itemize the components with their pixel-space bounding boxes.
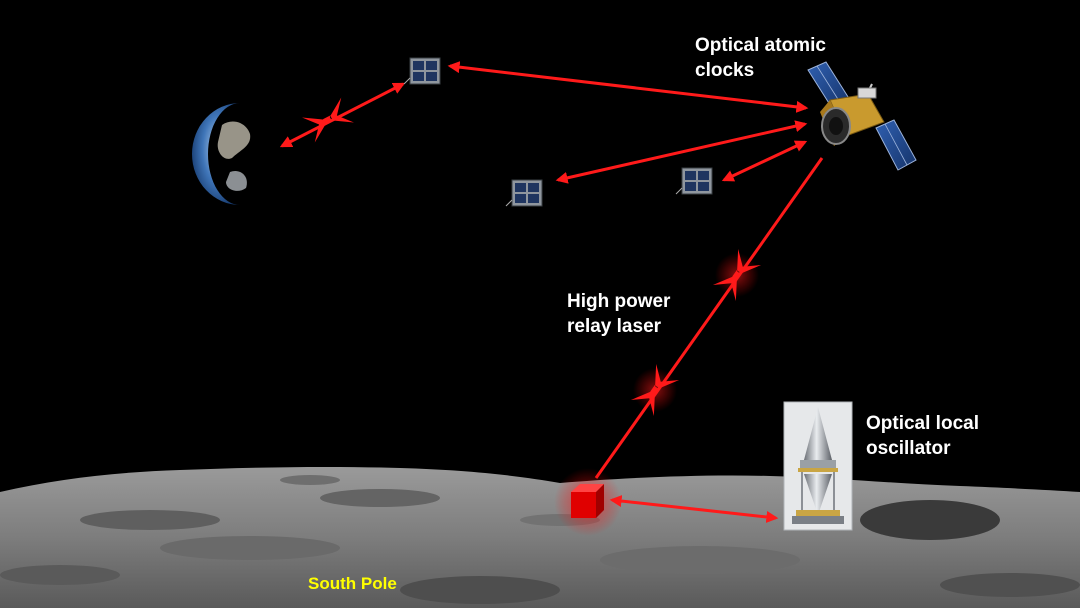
laser-pulse-icon (302, 97, 354, 143)
label-optical-atomic-clocks: Optical atomic clocks (695, 33, 826, 83)
label-south-pole: South Pole (308, 574, 397, 593)
laser-pulse-icon (712, 248, 762, 302)
link-earth-cubesat (279, 82, 406, 148)
label-line: High power (567, 291, 671, 312)
label-optical-local-oscillator: Optical local oscillator (866, 411, 979, 461)
laser-pulse-earth (302, 97, 354, 143)
label-line: oscillator (866, 438, 951, 459)
oscillator-cone-icon (792, 407, 844, 524)
label-line: relay laser (567, 316, 662, 337)
oscillator-photo (783, 401, 853, 531)
lunar-surface (0, 466, 1080, 608)
link-clocks-relay (594, 157, 824, 479)
relay-laser (554, 468, 622, 536)
cubesat-left (505, 179, 543, 207)
link-relay-oscillator (609, 495, 779, 523)
cubesat-icon (505, 179, 543, 207)
link-clocks-cubesat-right (721, 140, 808, 182)
label-line: Optical local (866, 413, 979, 434)
cubesat-right (675, 167, 713, 195)
cubesat-icon (675, 167, 713, 195)
laser-pulse-icon (630, 363, 680, 417)
earth (192, 103, 251, 205)
laser-pulse-lower (630, 363, 680, 417)
earth-icon (192, 103, 240, 205)
laser-links (279, 61, 824, 523)
label-line: clocks (695, 60, 755, 81)
label-high-power-relay-laser: High power relay laser (567, 289, 670, 339)
link-cubesat-clocks (447, 61, 809, 113)
cubesat-icon (403, 57, 441, 85)
label-line: Optical atomic (695, 35, 826, 56)
link-clocks-cubesat-left (555, 120, 808, 184)
cubesat-top (403, 57, 441, 85)
laser-pulse-upper (712, 248, 762, 302)
main-satellite (807, 61, 917, 171)
relay-cube-icon (571, 484, 604, 518)
satellite-icon (807, 61, 917, 171)
